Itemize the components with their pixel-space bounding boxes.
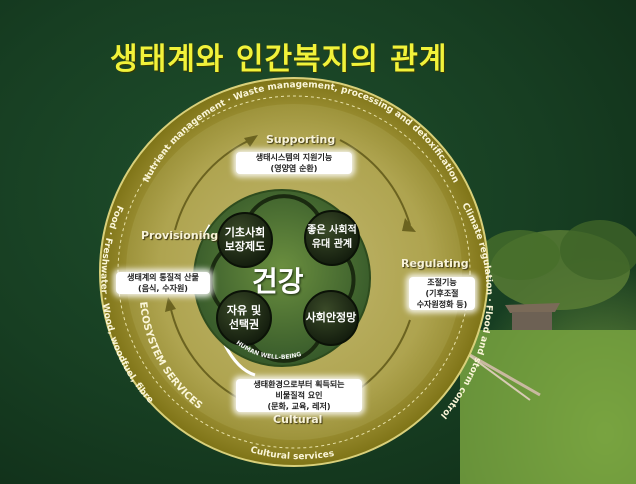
swirl-arrow (248, 340, 320, 363)
label-regulating: Regulating (401, 257, 469, 270)
node-label-4: 사회안정망 (300, 311, 362, 325)
box-regulating-line-1: 조절기능 (427, 278, 457, 287)
label-supporting: Supporting (266, 133, 336, 146)
node-4-line-1: 사회안정망 (305, 311, 357, 324)
node-disc-3 (216, 290, 272, 346)
node-1-line-1: 기초사회 (224, 226, 266, 239)
box-regulating: 조절기능 (기후조절 수자원정화 등) (409, 277, 475, 310)
box-supporting: 생태시스템의 지원기능 (영양염 순환) (236, 152, 352, 174)
swirl-arrow (208, 248, 226, 312)
page-title-wrap: 생태계와 인간복지의 관계 (0, 34, 636, 78)
center-label: 건강 (252, 265, 304, 298)
box-supporting-line-1: 생태시스템의 지원기능 (255, 153, 333, 162)
node-3-line-2: 선택권 (228, 318, 260, 331)
arrow-provisioning-to-supporting (174, 139, 251, 231)
box-provisioning-line-1: 생태계의 통질적 산물 (127, 273, 199, 282)
arrowhead-icon (165, 297, 176, 312)
label-provisioning: Provisioning (141, 229, 219, 242)
node-label-1: 기초사회 보장제도 (218, 226, 272, 254)
arrow-supporting-to-regulating (339, 139, 411, 226)
arrowhead-icon (244, 135, 258, 147)
box-cultural-line-3: (문화, 교육, 레저) (267, 402, 331, 411)
node-1-line-2: 보장제도 (224, 240, 266, 253)
box-cultural: 생태환경으로부터 획득되는 비물질적 요인 (문화, 교육, 레저) (236, 379, 362, 412)
box-regulating-line-3: 수자원정화 등) (416, 300, 468, 309)
box-provisioning: 생태계의 통질적 산물 (음식, 수자원) (116, 272, 210, 294)
swirl-arrow (248, 194, 320, 217)
label-cultural: Cultural (273, 413, 323, 426)
node-2-line-1: 좋은 사회적 (307, 225, 357, 236)
box-provisioning-line-2: (음식, 수자원) (138, 284, 188, 293)
page-title: 생태계와 인간복지의 관계 (110, 42, 448, 77)
box-regulating-line-2: (기후조절 (425, 289, 459, 298)
box-cultural-line-2: 비물질적 요인 (275, 391, 323, 400)
node-disc-1 (217, 212, 273, 268)
arrowhead-icon (402, 218, 416, 232)
box-cultural-line-1: 생태환경으로부터 획득되는 (253, 380, 345, 389)
arrow-white-bottom (223, 344, 256, 377)
node-label-3: 자유 및 선택권 (217, 304, 271, 332)
arrow-cultural-to-provisioning (169, 304, 239, 399)
node-3-line-1: 자유 및 (226, 304, 262, 317)
node-2-line-2: 유대 관계 (311, 239, 353, 250)
box-supporting-line-2: (영양염 순환) (270, 164, 318, 173)
node-disc-2 (304, 210, 360, 266)
node-disc-4 (303, 290, 359, 346)
node-label-2: 좋은 사회적 유대 관계 (300, 224, 364, 252)
